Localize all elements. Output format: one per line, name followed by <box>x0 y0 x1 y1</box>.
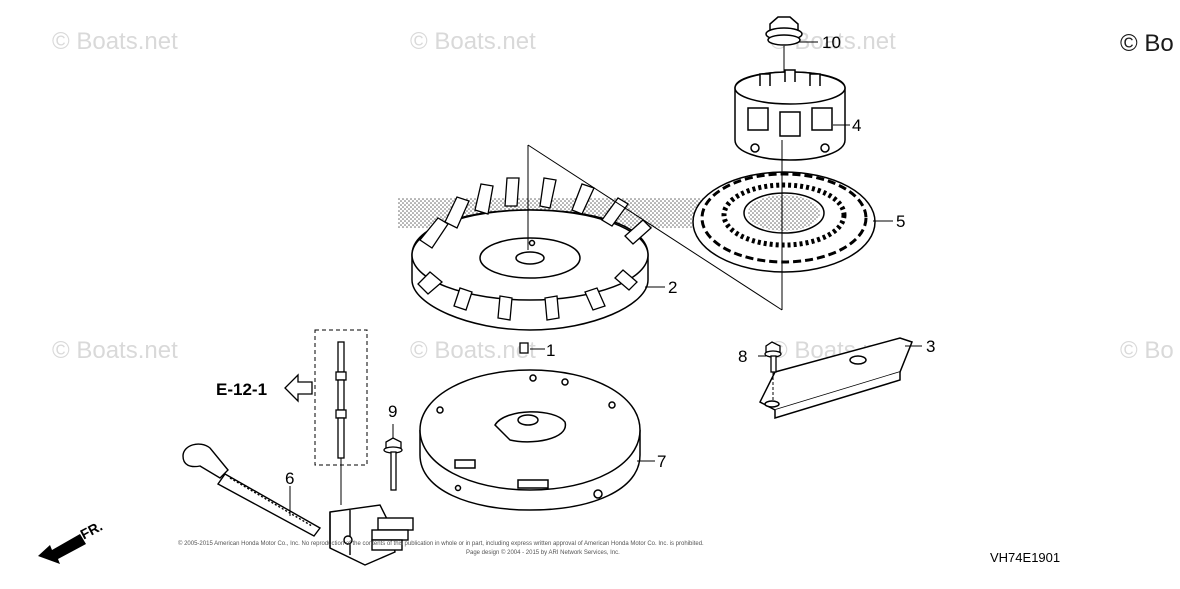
ignition-coil-drawing <box>182 443 414 566</box>
part-label-4[interactable]: 4 <box>852 116 862 135</box>
watermark-text: © Bo <box>1120 337 1174 364</box>
woodruff-key-drawing <box>519 342 529 354</box>
bracket-drawing <box>759 337 913 420</box>
fan-cover-drawing <box>419 369 641 511</box>
starter-cup-drawing <box>734 69 846 161</box>
flange-bolt-drawing <box>764 341 782 373</box>
part-label-2[interactable]: 2 <box>668 278 678 297</box>
part-label-3[interactable]: 3 <box>926 337 936 356</box>
watermark-text: © Boats.net <box>52 28 178 55</box>
copyright-line: © 2005-2015 American Honda Motor Co., In… <box>178 541 704 547</box>
stud-bolt-drawing <box>335 341 347 459</box>
part-label-6[interactable]: 6 <box>285 469 295 488</box>
cover-bolt-drawing <box>383 437 403 491</box>
flange-nut-drawing <box>765 16 803 46</box>
page-design-line: Page design © 2004 - 2015 by ARI Network… <box>466 550 620 556</box>
watermark-text: © Bo <box>1120 30 1174 57</box>
watermark-text: © Boats.net <box>52 337 178 364</box>
reference-arrow-icon <box>284 373 313 403</box>
part-label-8[interactable]: 8 <box>738 347 748 366</box>
watermark-text: © Boats.net <box>410 28 536 55</box>
part-label-1[interactable]: 1 <box>546 341 556 360</box>
part-label-5[interactable]: 5 <box>896 212 906 231</box>
part-label-9[interactable]: 9 <box>388 402 398 421</box>
part-label-10[interactable]: 10 <box>822 33 841 52</box>
starter-pulley-drawing <box>692 171 876 273</box>
part-label-7[interactable]: 7 <box>657 452 667 471</box>
watermark-text: © Boats.net <box>410 337 536 364</box>
diagram-code: VH74E1901 <box>990 550 1061 565</box>
reference-link-e-12-1[interactable]: E-12-1 <box>216 380 268 399</box>
front-direction-arrow-icon <box>38 534 86 564</box>
flywheel-drawing <box>411 177 652 331</box>
